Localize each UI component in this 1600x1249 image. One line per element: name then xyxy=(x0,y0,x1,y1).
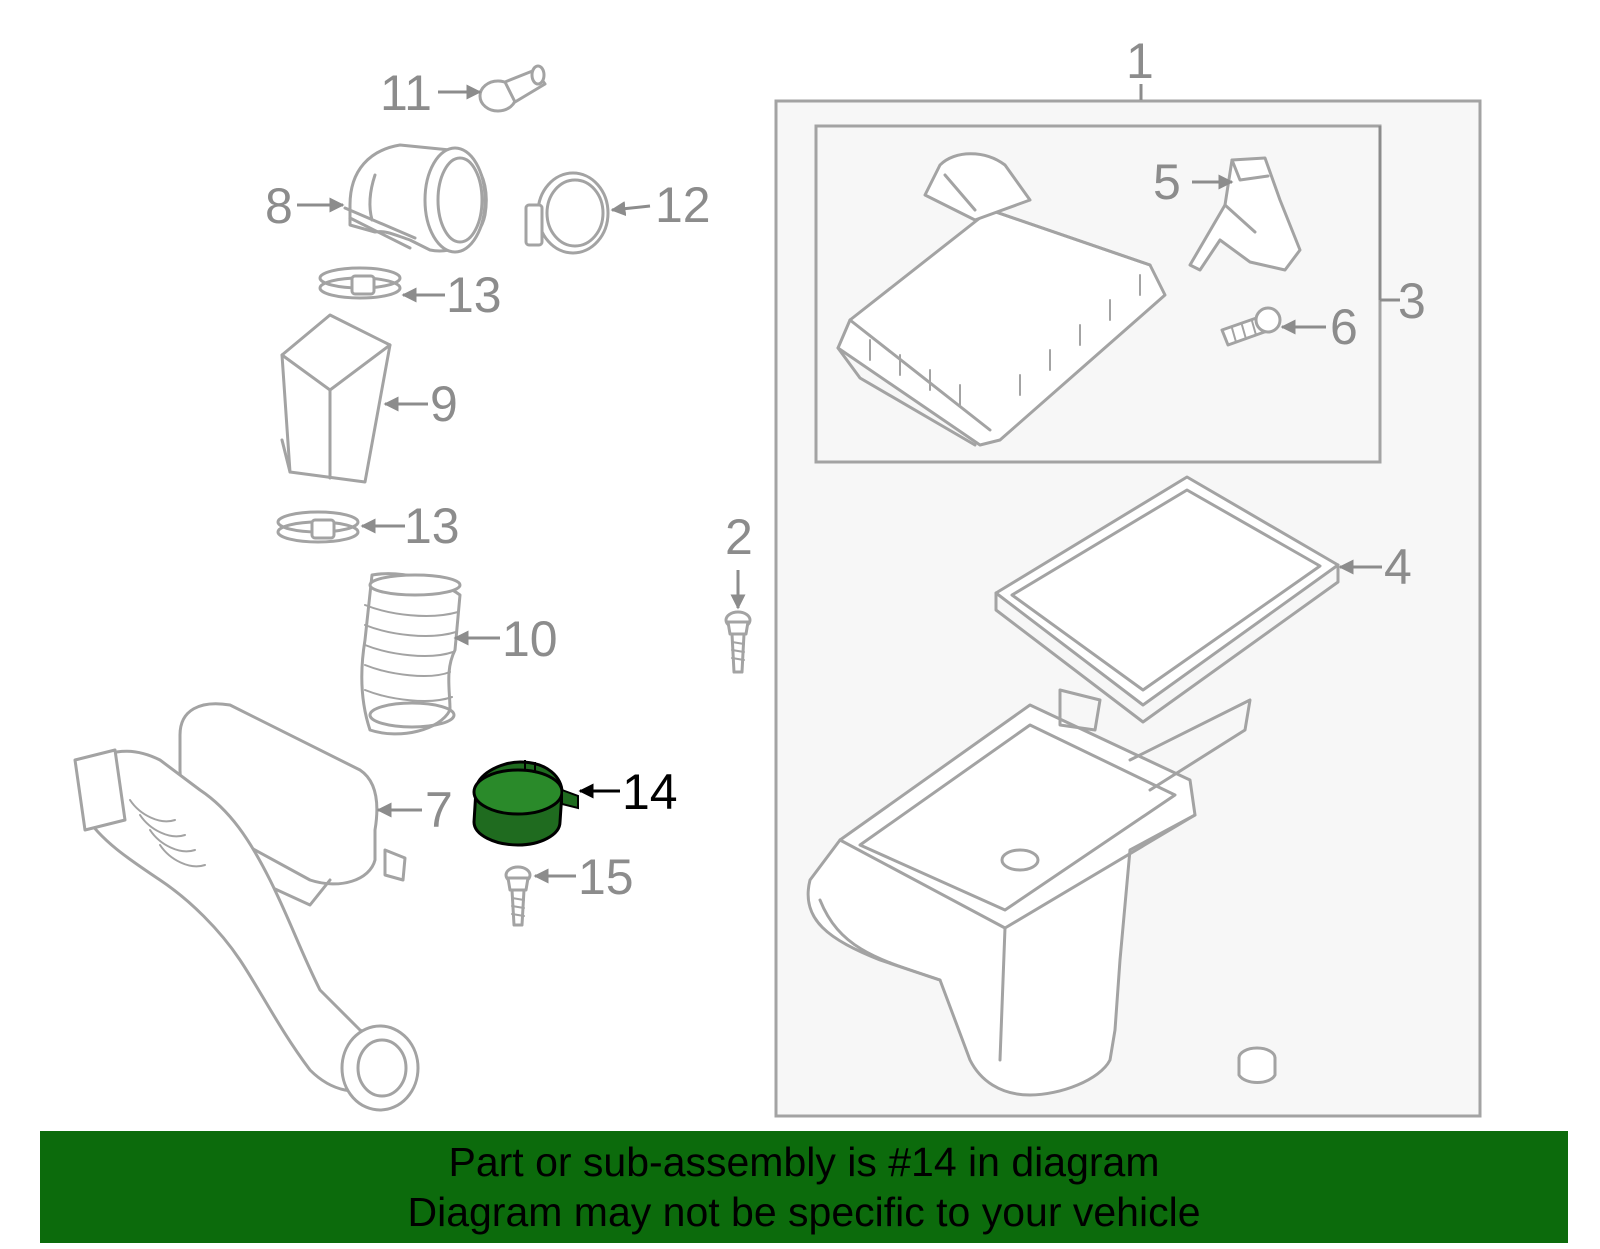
air-cleaner-case[interactable] xyxy=(806,688,1252,1097)
part-14-clamp-highlighted[interactable] xyxy=(472,760,579,847)
part-5-maf-sensor[interactable] xyxy=(1188,156,1302,272)
callout-2: 2 xyxy=(725,509,753,565)
part-9-duct[interactable] xyxy=(280,313,392,484)
part-15-bolt[interactable] xyxy=(504,865,532,927)
callout-3: 3 xyxy=(1398,273,1426,329)
part-10-hose[interactable] xyxy=(360,572,462,736)
callout-15: 15 xyxy=(578,849,634,905)
callout-5: 5 xyxy=(1153,154,1181,210)
part-11-sensor[interactable] xyxy=(478,64,547,113)
callout-1: 1 xyxy=(1126,33,1154,89)
part-7-intake-duct[interactable] xyxy=(73,702,420,1112)
part-8-elbow-hose[interactable] xyxy=(343,143,488,254)
part-2-bolt[interactable] xyxy=(724,610,752,674)
callout-labels: 1 2 3 4 5 6 7 8 9 10 11 12 13 13 14 15 xyxy=(265,33,1426,905)
info-banner: Part or sub-assembly is #14 in diagram D… xyxy=(40,1131,1568,1243)
callout-11: 11 xyxy=(380,65,432,121)
callout-lines xyxy=(297,84,1400,884)
grommet[interactable] xyxy=(1237,1046,1277,1084)
callout-6: 6 xyxy=(1330,299,1358,355)
callout-7: 7 xyxy=(425,782,453,838)
callout-14: 14 xyxy=(622,764,678,820)
part-4-filter[interactable] xyxy=(994,475,1340,724)
callout-12: 12 xyxy=(655,177,711,233)
banner-line-2: Diagram may not be specific to your vehi… xyxy=(407,1189,1201,1235)
callout-8: 8 xyxy=(265,178,293,234)
callout-13-upper: 13 xyxy=(446,267,502,323)
part-13-clamp-upper[interactable] xyxy=(318,266,402,300)
part-13-clamp-lower[interactable] xyxy=(276,510,360,544)
callout-10: 10 xyxy=(502,611,558,667)
part-6-screw[interactable] xyxy=(1220,306,1282,347)
callout-9: 9 xyxy=(430,376,458,432)
callout-13-lower: 13 xyxy=(404,498,460,554)
part-12-clamp[interactable] xyxy=(524,171,610,255)
part-3-air-cleaner-cover[interactable] xyxy=(836,152,1167,447)
banner-line-1: Part or sub-assembly is #14 in diagram xyxy=(448,1139,1160,1185)
callout-4: 4 xyxy=(1384,539,1412,595)
